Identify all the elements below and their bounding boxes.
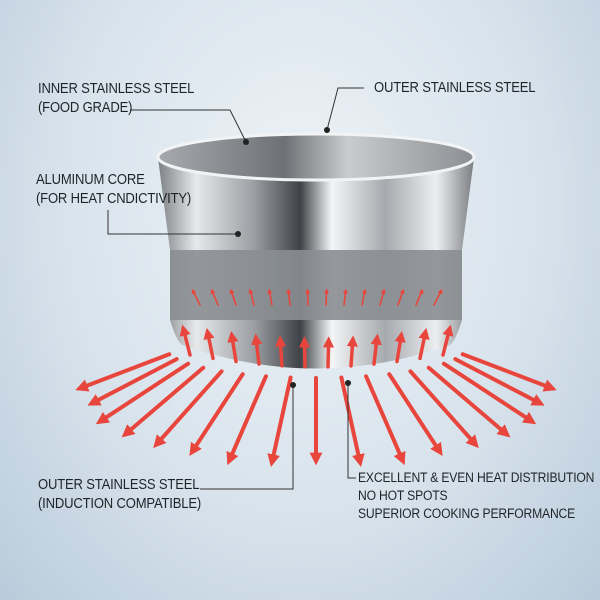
benefits-list: EXCELLENT & EVEN HEAT DISTRIBUTION NO HO…	[358, 469, 594, 523]
pot-rim	[156, 132, 476, 182]
heat-arrow-icon	[408, 369, 479, 449]
heat-arrow-icon	[441, 361, 537, 425]
heat-arrow-icon	[370, 333, 382, 366]
heat-arrow-icon	[153, 369, 224, 449]
heat-arrow-icon	[179, 324, 192, 357]
inner-steel-subtitle: (FOOD GRADE)	[38, 100, 133, 116]
heat-arrow-icon	[323, 288, 330, 306]
heat-arrow-icon	[298, 336, 311, 369]
benefit-item: EXCELLENT & EVEN HEAT DISTRIBUTION	[358, 470, 595, 485]
heat-arrow-icon	[121, 365, 206, 438]
heat-arrow-icon	[387, 372, 443, 457]
aluminum-core-label: ALUMINUM CORE (FOR HEAT CNDICTIVITY)	[36, 171, 191, 209]
heat-arrow-icon	[433, 288, 443, 306]
heat-arrows	[75, 288, 557, 468]
heat-arrow-icon	[397, 288, 405, 306]
inner-steel-title: INNER STAINLESS STEEL	[38, 81, 195, 97]
outer-steel-bottom-label: OUTER STAINLESS STEEL (INDUCTION COMPATI…	[38, 476, 201, 514]
heat-arrow-icon	[394, 330, 406, 364]
heat-arrow-icon	[415, 288, 424, 306]
heat-arrow-icon	[426, 365, 511, 438]
heat-arrow-icon	[342, 288, 348, 306]
heat-arrow-icon	[226, 374, 268, 466]
heat-arrow-icon	[267, 288, 273, 306]
heat-arrow-icon	[210, 288, 219, 306]
leader-dots	[235, 127, 351, 388]
heat-arrow-icon	[251, 333, 263, 366]
outer-steel-bottom-title: OUTER STAINLESS STEEL	[38, 477, 200, 493]
heat-arrow-icon	[229, 288, 237, 306]
outer-steel-top-label: OUTER STAINLESS STEEL	[374, 80, 536, 96]
heat-arrow-icon	[248, 288, 255, 306]
heat-arrow-icon	[189, 372, 245, 457]
outer-steel-bottom-subtitle: (INDUCTION COMPATIBLE)	[38, 496, 202, 512]
leader-lines	[107, 87, 364, 490]
heat-arrow-icon	[364, 374, 406, 466]
heat-arrow-icon	[75, 352, 172, 392]
heat-arrow-icon	[361, 288, 367, 306]
heat-arrow-icon	[460, 352, 557, 392]
heat-arrow-icon	[453, 357, 545, 406]
heat-arrow-icon	[339, 375, 365, 468]
aluminum-core-band	[170, 250, 462, 320]
heat-arrow-icon	[379, 288, 386, 306]
inner-steel-label: INNER STAINLESS STEEL (FOOD GRADE)	[38, 80, 194, 118]
heat-arrow-icon	[275, 335, 287, 368]
aluminum-core-subtitle: (FOR HEAT CNDICTIVITY)	[36, 191, 192, 207]
heat-arrow-icon	[286, 288, 292, 306]
heat-arrow-icon	[191, 288, 201, 306]
heat-arrow-icon	[441, 324, 454, 357]
heat-arrow-icon	[418, 327, 430, 361]
benefit-item: SUPERIOR COOKING PERFORMANCE	[358, 506, 576, 521]
heat-arrow-icon	[203, 327, 215, 361]
aluminum-core-title: ALUMINUM CORE	[36, 172, 145, 188]
heat-arrow-icon	[227, 330, 239, 364]
heat-arrow-icon	[346, 335, 358, 368]
heat-arrow-icon	[322, 336, 335, 369]
heat-arrow-icon	[87, 357, 179, 406]
heat-arrow-icon	[95, 361, 191, 425]
benefit-item: NO HOT SPOTS	[358, 488, 448, 503]
heat-arrow-icon	[267, 375, 293, 468]
